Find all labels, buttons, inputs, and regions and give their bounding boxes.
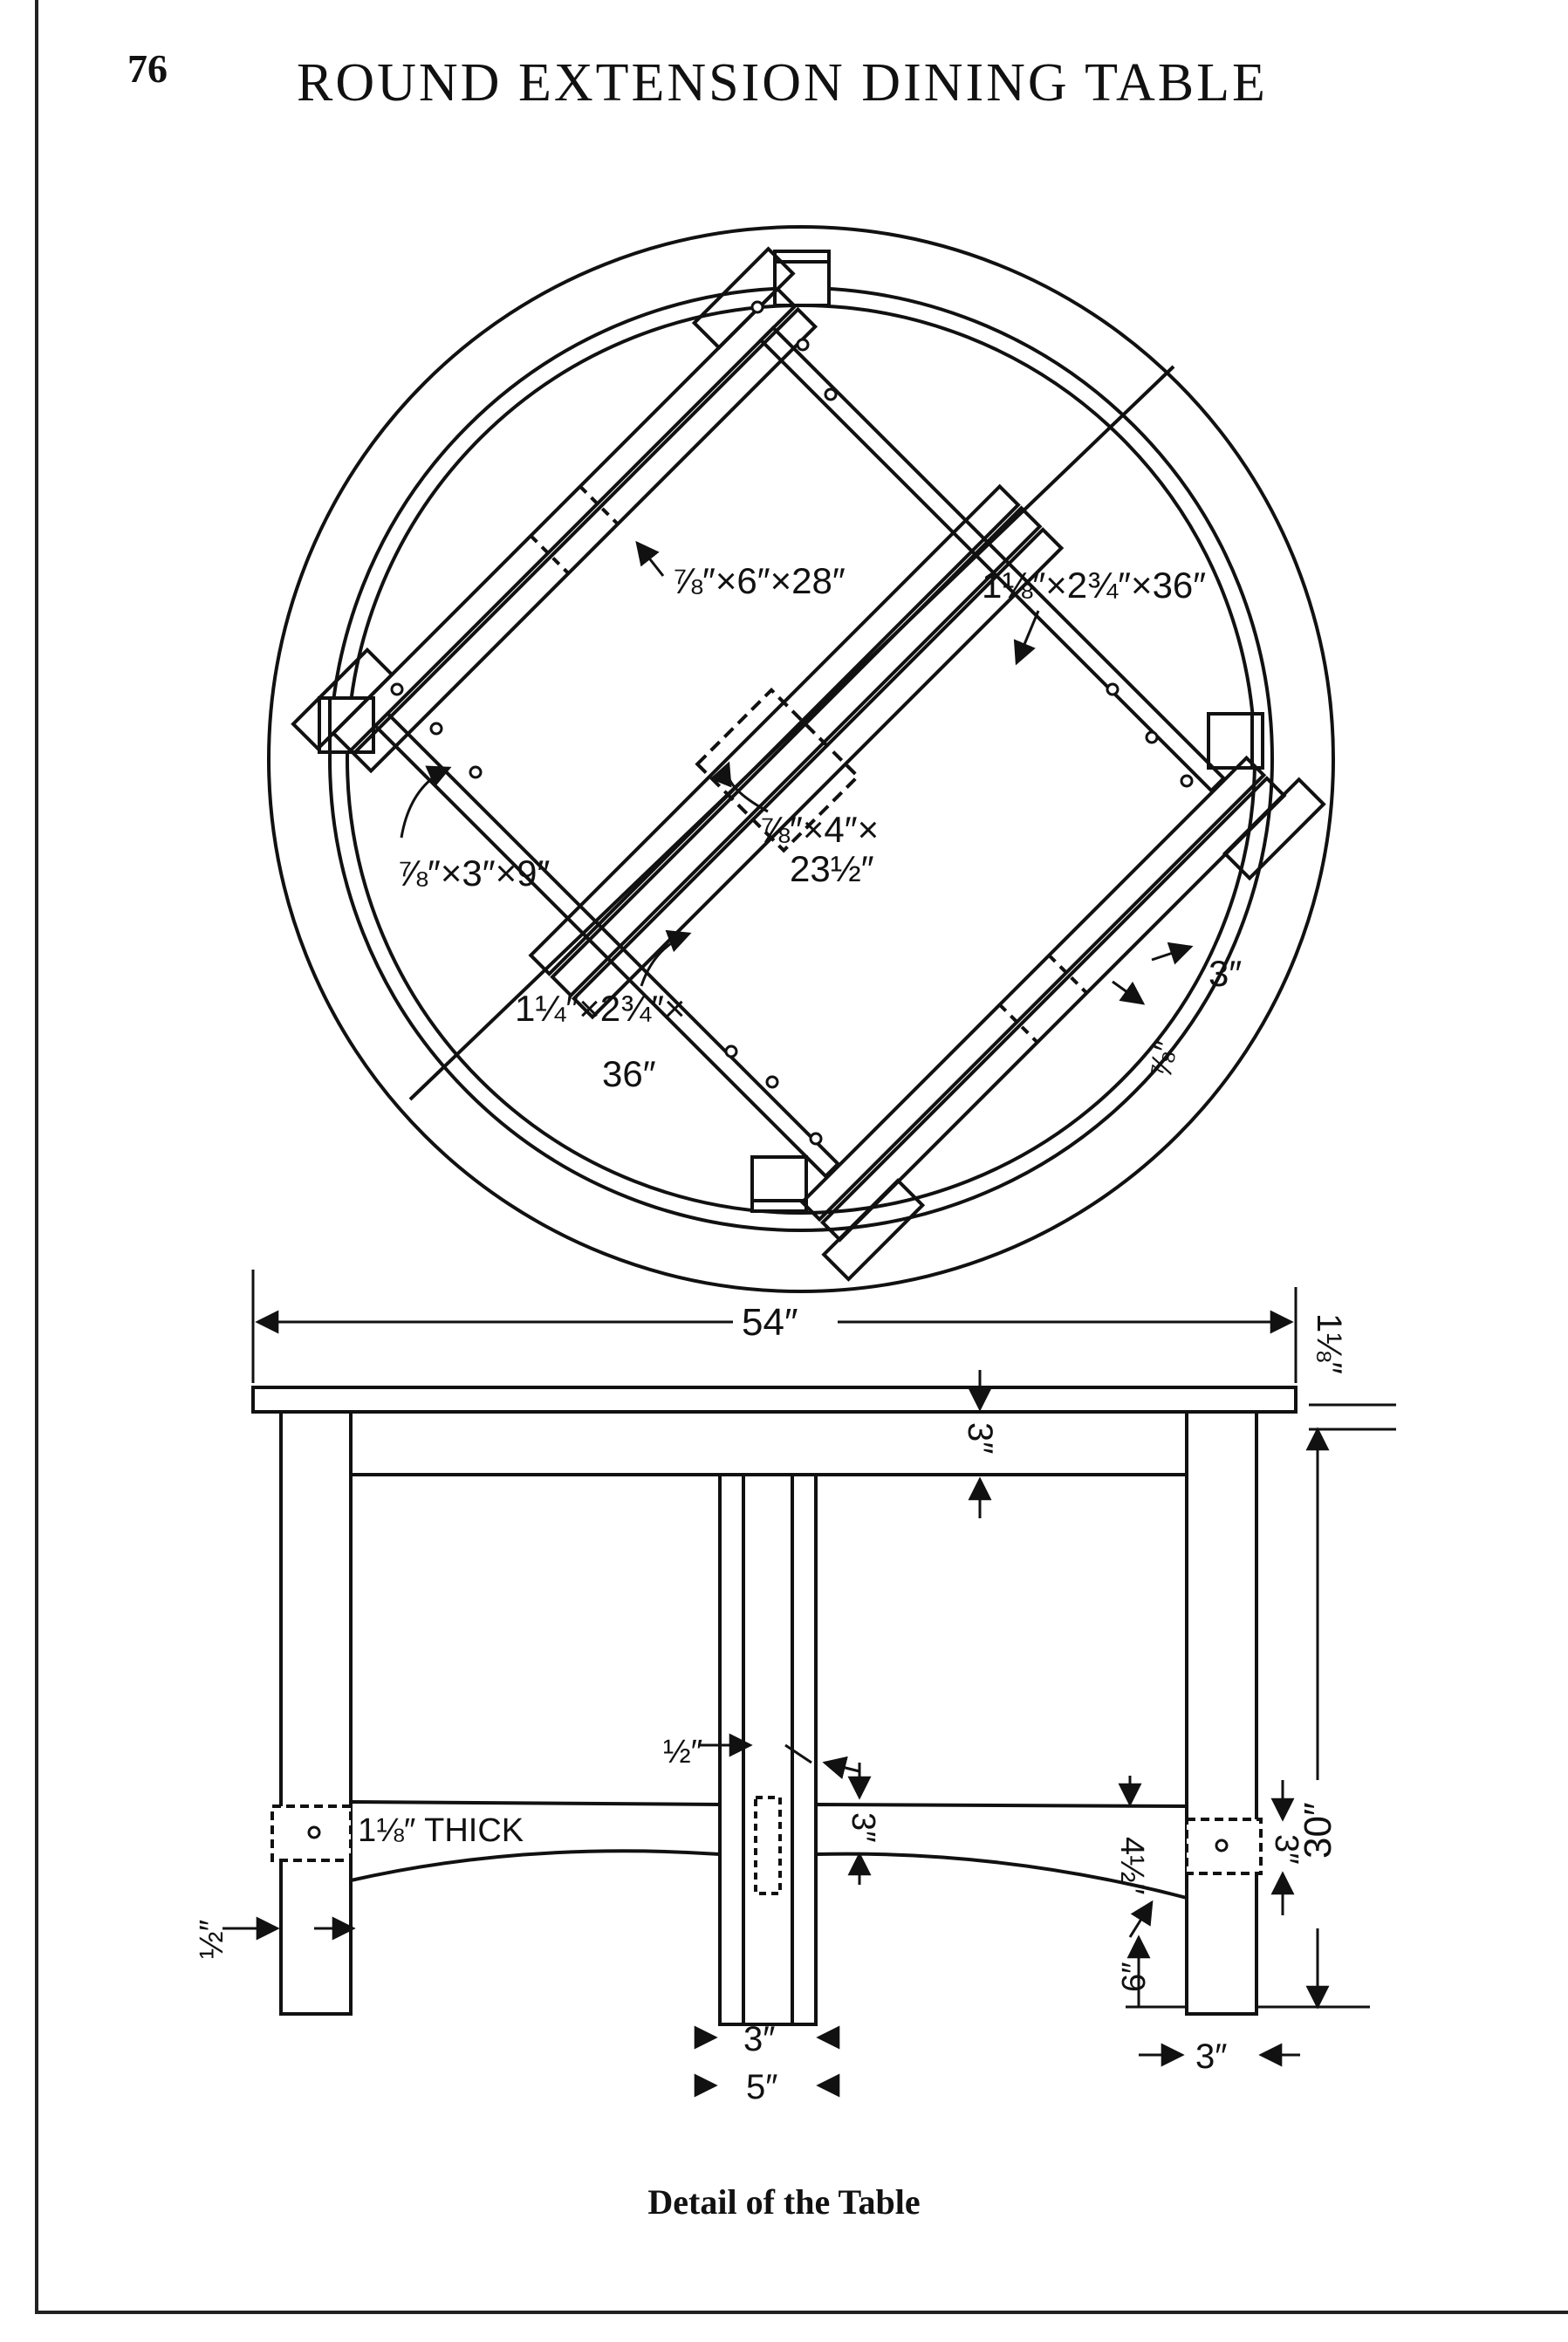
label-slide-right: 1⅛″×2¾″×36″	[982, 565, 1206, 606]
label-top-thickness: 1⅛″	[1310, 1313, 1348, 1374]
table-top-outline	[267, 225, 1335, 1293]
page-border-left	[35, 0, 38, 2312]
label-pedestal-inner: 3″	[743, 2020, 775, 2058]
label-top-rail: ⅞″×6″×28″	[672, 560, 846, 601]
rim-blocks	[318, 250, 1264, 1213]
label-leg-end-height: 3″	[1268, 1834, 1304, 1865]
label-slide-left-a: 1¼″×2¾″×	[515, 988, 686, 1029]
plan-leaders	[400, 540, 1194, 1005]
label-slide-left-b: 36″	[602, 1053, 656, 1094]
label-pedestal-outer: 5″	[746, 2068, 777, 2106]
label-center-block-a: ⅞″×4″×	[759, 809, 879, 850]
elevation-view-drawing: 54″ 1⅛″ 3″ 30″ 1⅛″ THICK ½″ 3″ 4½″ 3″ 6″…	[194, 1270, 1396, 2106]
label-apron-height: 3″	[961, 1422, 999, 1454]
label-floor-clearance: 6″	[1116, 1962, 1153, 1992]
label-tenon-width: ½″	[663, 1734, 702, 1770]
label-overall-width: 54″	[742, 1301, 798, 1344]
elevation-holes	[307, 1825, 1229, 1852]
plan-view-drawing: ⅞″×6″×28″ 1⅛″×2¾″×36″ ⅞″×3″×9″ ⅞″×4″× 23…	[267, 225, 1335, 1293]
label-leg-offset: ½″	[194, 1920, 230, 1959]
label-leg-width: 3″	[1195, 2037, 1227, 2076]
label-stretcher-thickness: 1⅛″ THICK	[358, 1812, 524, 1849]
dimension-lines	[223, 1270, 1396, 2098]
label-center-block-b: 23½″	[790, 848, 874, 889]
page-title: ROUND EXTENSION DINING TABLE	[297, 53, 1268, 113]
page-border-bottom	[35, 2311, 1568, 2314]
label-cleat: ⅞″×3″×9″	[397, 853, 551, 894]
frame-rails	[291, 246, 1326, 1282]
label-table-height: 30″	[1297, 1802, 1339, 1859]
table-elevation	[251, 1386, 1298, 2026]
label-stretcher-end-height: 4½″	[1113, 1837, 1150, 1894]
screw-holes	[390, 300, 1194, 1146]
label-apron-thickness: ⅞″	[1142, 1037, 1184, 1080]
label-apron-width: 3″	[1209, 953, 1242, 994]
label-stretcher-height: 3″	[845, 1812, 881, 1843]
figure-caption: Detail of the Table	[647, 2182, 921, 2222]
page-number: 76	[127, 46, 168, 91]
